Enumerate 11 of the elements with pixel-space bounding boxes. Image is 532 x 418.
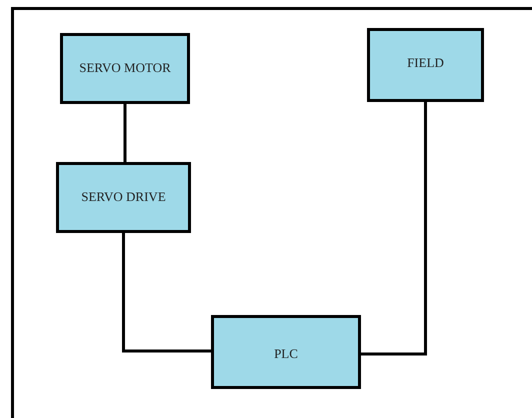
process-box xyxy=(60,33,190,104)
process-box xyxy=(367,28,484,102)
connector-line xyxy=(124,104,126,162)
box-label: FIELD xyxy=(407,55,444,71)
box-label: SERVO DRIVE xyxy=(81,189,166,205)
box-label: PLC xyxy=(274,346,298,362)
process-box xyxy=(56,162,191,233)
connector-line xyxy=(361,102,427,356)
process-box xyxy=(211,315,361,389)
box-label: SERVO MOTOR xyxy=(79,60,171,76)
connector-line xyxy=(122,233,211,352)
